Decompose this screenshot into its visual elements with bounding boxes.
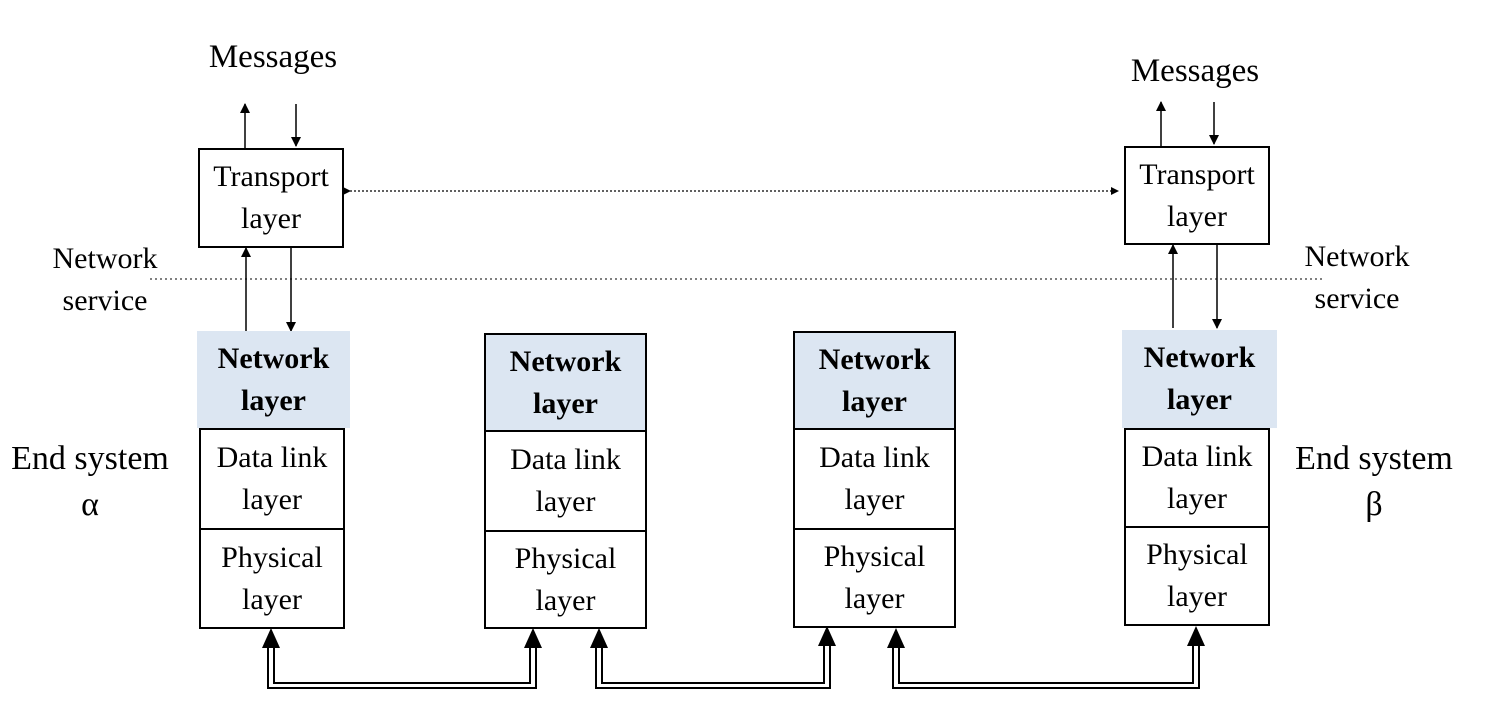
right-datalink-label: Data link layer: [1141, 440, 1253, 515]
relay1-physical-label: Physical layer: [514, 541, 617, 617]
link1-arrowhead-left: [262, 628, 280, 648]
relay1-physical-layer: Physical layer: [484, 530, 647, 629]
left-network-label: Network layer: [217, 341, 330, 417]
relay2-physical-layer: Physical layer: [793, 528, 956, 628]
physical-link-3: [892, 646, 1200, 689]
left-network-service-label: Network service: [52, 242, 158, 317]
left-end-system-label: End system α: [11, 440, 169, 523]
relay2-network-layer: Network layer: [793, 331, 956, 430]
relay2-datalink-label: Data link layer: [819, 441, 930, 516]
right-physical-layer: Physical layer: [1124, 526, 1270, 626]
link2-arrowhead-right: [818, 626, 836, 646]
right-messages-label: Messages: [1130, 53, 1260, 89]
left-datalink-label: Data link layer: [216, 441, 328, 516]
link2-arrowhead-left: [590, 628, 608, 648]
left-transport-layer: Transport layer: [198, 148, 344, 248]
left-physical-layer: Physical layer: [199, 528, 345, 629]
relay1-datalink-label: Data link layer: [510, 443, 621, 518]
right-physical-label: Physical layer: [1146, 538, 1248, 613]
relay2-network-label: Network layer: [818, 342, 931, 418]
left-datalink-layer: Data link layer: [199, 428, 345, 530]
left-messages-label: Messages: [208, 39, 338, 75]
relay1-network-layer: Network layer: [484, 333, 647, 432]
right-transport-label: Transport layer: [1139, 157, 1255, 233]
physical-link-2: [595, 646, 831, 689]
link3-arrowhead-right: [1187, 626, 1205, 646]
right-network-layer: Network layer: [1122, 330, 1277, 428]
left-transport-label: Transport layer: [213, 160, 329, 235]
relay1-datalink-layer: Data link layer: [484, 430, 647, 532]
relay2-physical-label: Physical layer: [823, 540, 926, 615]
left-network-layer: Network layer: [197, 331, 350, 428]
link1-arrowhead-right: [524, 628, 542, 648]
right-network-service-label: Network service: [1304, 240, 1410, 315]
right-transport-layer: Transport layer: [1124, 146, 1270, 245]
link3-arrowhead-left: [887, 628, 905, 648]
relay2-datalink-layer: Data link layer: [793, 428, 956, 530]
right-network-label: Network layer: [1143, 341, 1256, 416]
relay1-network-label: Network layer: [509, 344, 622, 420]
right-datalink-layer: Data link layer: [1124, 428, 1270, 528]
right-end-system-label: End system β: [1295, 440, 1453, 523]
left-physical-label: Physical layer: [221, 540, 323, 616]
physical-link-1: [267, 646, 537, 689]
